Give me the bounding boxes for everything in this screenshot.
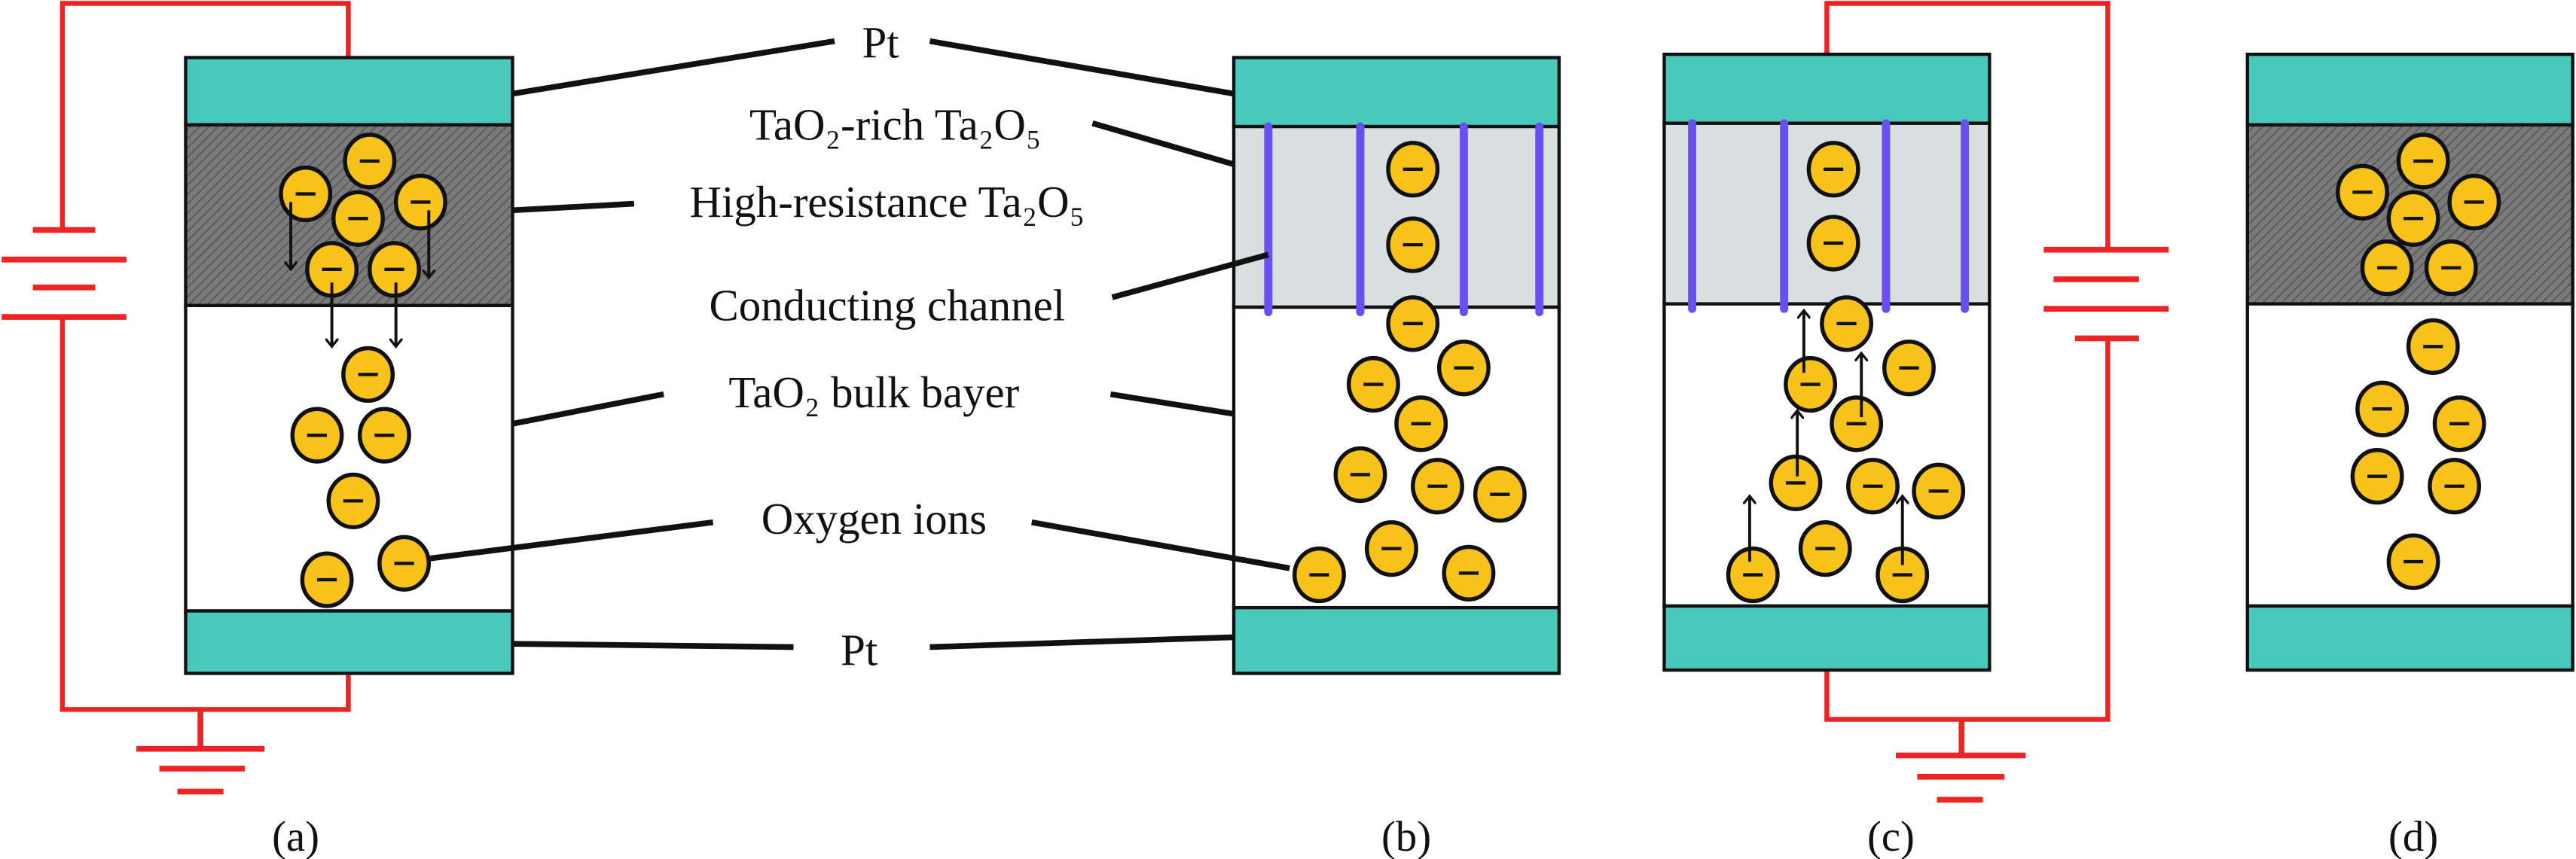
oxygen-ion [1769,454,1823,512]
oxygen-ion [300,551,354,608]
bottom-pt-electrode [2245,604,2574,672]
oxygen-ion [279,165,333,223]
oxygen-ion [1784,355,1838,413]
circuit-a-wire-bottom [60,317,351,712]
oxygen-ion [1830,395,1884,452]
caption-c: (c) [1867,813,1915,859]
top-pt-electrode [1662,52,1992,125]
panel-b [1232,56,1561,675]
leader-line [511,38,835,97]
oxygen-ion [1333,446,1387,504]
oxygen-ion [1473,466,1527,523]
top-pt-electrode [184,56,514,127]
oxygen-ion [1346,355,1400,413]
panel-c [1662,52,1992,672]
oxygen-ion [1442,544,1496,602]
leader-line [1031,519,1290,571]
oxygen-ion [377,535,431,592]
oxygen-ion [2447,173,2501,231]
leader-line [429,519,714,562]
oxygen-ion [2386,190,2440,247]
bottom-pt-electrode [1232,605,1561,675]
leader-line [512,200,635,214]
caption-b: (b) [1381,813,1431,859]
oxygen-ion [343,133,397,190]
leader-line [1109,391,1235,417]
oxygen-ion [368,241,421,298]
panel-d [2245,52,2574,672]
oxygen-ion [2355,380,2410,437]
oxygen-ion [393,173,447,231]
oxygen-ion [290,407,344,464]
label-tao2-rich-ta2o5: TaO₂-rich Ta₂O₅ [749,101,1041,150]
oxygen-ion [331,190,385,247]
label-pt-bottom: Pt [841,626,878,675]
oxygen-ion [1912,462,1966,519]
oxygen-ion [2424,239,2478,297]
oxygen-ion [2428,458,2482,515]
label-bulk-layer: TaO₂ bulk bayer [728,368,1019,417]
bottom-pt-electrode [1662,604,1992,672]
circuit-c-wire-bottom [1824,338,2111,722]
panel-a [184,56,514,675]
oxygen-ion [1806,141,1860,198]
oxygen-ion [2336,163,2389,221]
label-pt-top: Pt [862,18,900,67]
label-oxygen-ions: Oxygen ions [762,495,987,544]
top-pt-electrode [2245,52,2574,127]
oxygen-ion [1798,520,1852,577]
leader-line [1091,120,1235,167]
oxygen-ion [1806,215,1860,272]
oxygen-ion [2386,533,2440,590]
oxygen-ion [341,346,395,404]
oxygen-ion [1386,216,1440,273]
oxygen-ion [1386,295,1440,352]
oxygen-ion [1882,340,1936,397]
caption-d: (d) [2388,813,2438,859]
label-high-resistance-ta2o5: High-resistance Ta₂O₅ [689,178,1085,227]
oxygen-ion [1364,520,1418,577]
oxygen-ion [2432,395,2486,452]
oxygen-ion [326,472,380,530]
circuits [2,1,2169,803]
oxygen-ion [2396,133,2450,190]
oxygen-ion [2350,448,2404,505]
oxygen-ion [1726,546,1780,604]
leader-lines [429,38,1290,650]
oxygen-ion [357,407,411,464]
circuit-c-wire-top [1824,1,2111,250]
oxygen-ion [1411,458,1464,515]
oxygen-ion [2406,318,2460,375]
oxygen-ion [1846,458,1900,515]
oxygen-ion [2360,239,2414,297]
circuit-a-wire-top [60,1,351,230]
leader-line [512,641,794,650]
oxygen-ion [1386,141,1440,198]
device-panels [184,52,2574,675]
labels: Pt TaO₂-rich Ta₂O₅ High-resistance Ta₂O₅… [689,18,1085,675]
leader-line [1111,251,1269,300]
panel-captions: (a) (b) (c) (d) [272,813,2438,859]
oxygen-ion [1820,295,1874,352]
oxygen-ion [1436,340,1491,397]
bottom-pt-electrode [184,609,514,675]
oxygen-ion [1292,546,1346,604]
leader-line [929,634,1235,650]
leader-line [929,38,1235,97]
leader-line [511,391,664,427]
label-conducting-channel: Conducting channel [710,281,1066,330]
caption-a: (a) [272,813,319,859]
top-pt-electrode [1232,56,1561,129]
oxygen-ion [1394,395,1448,452]
